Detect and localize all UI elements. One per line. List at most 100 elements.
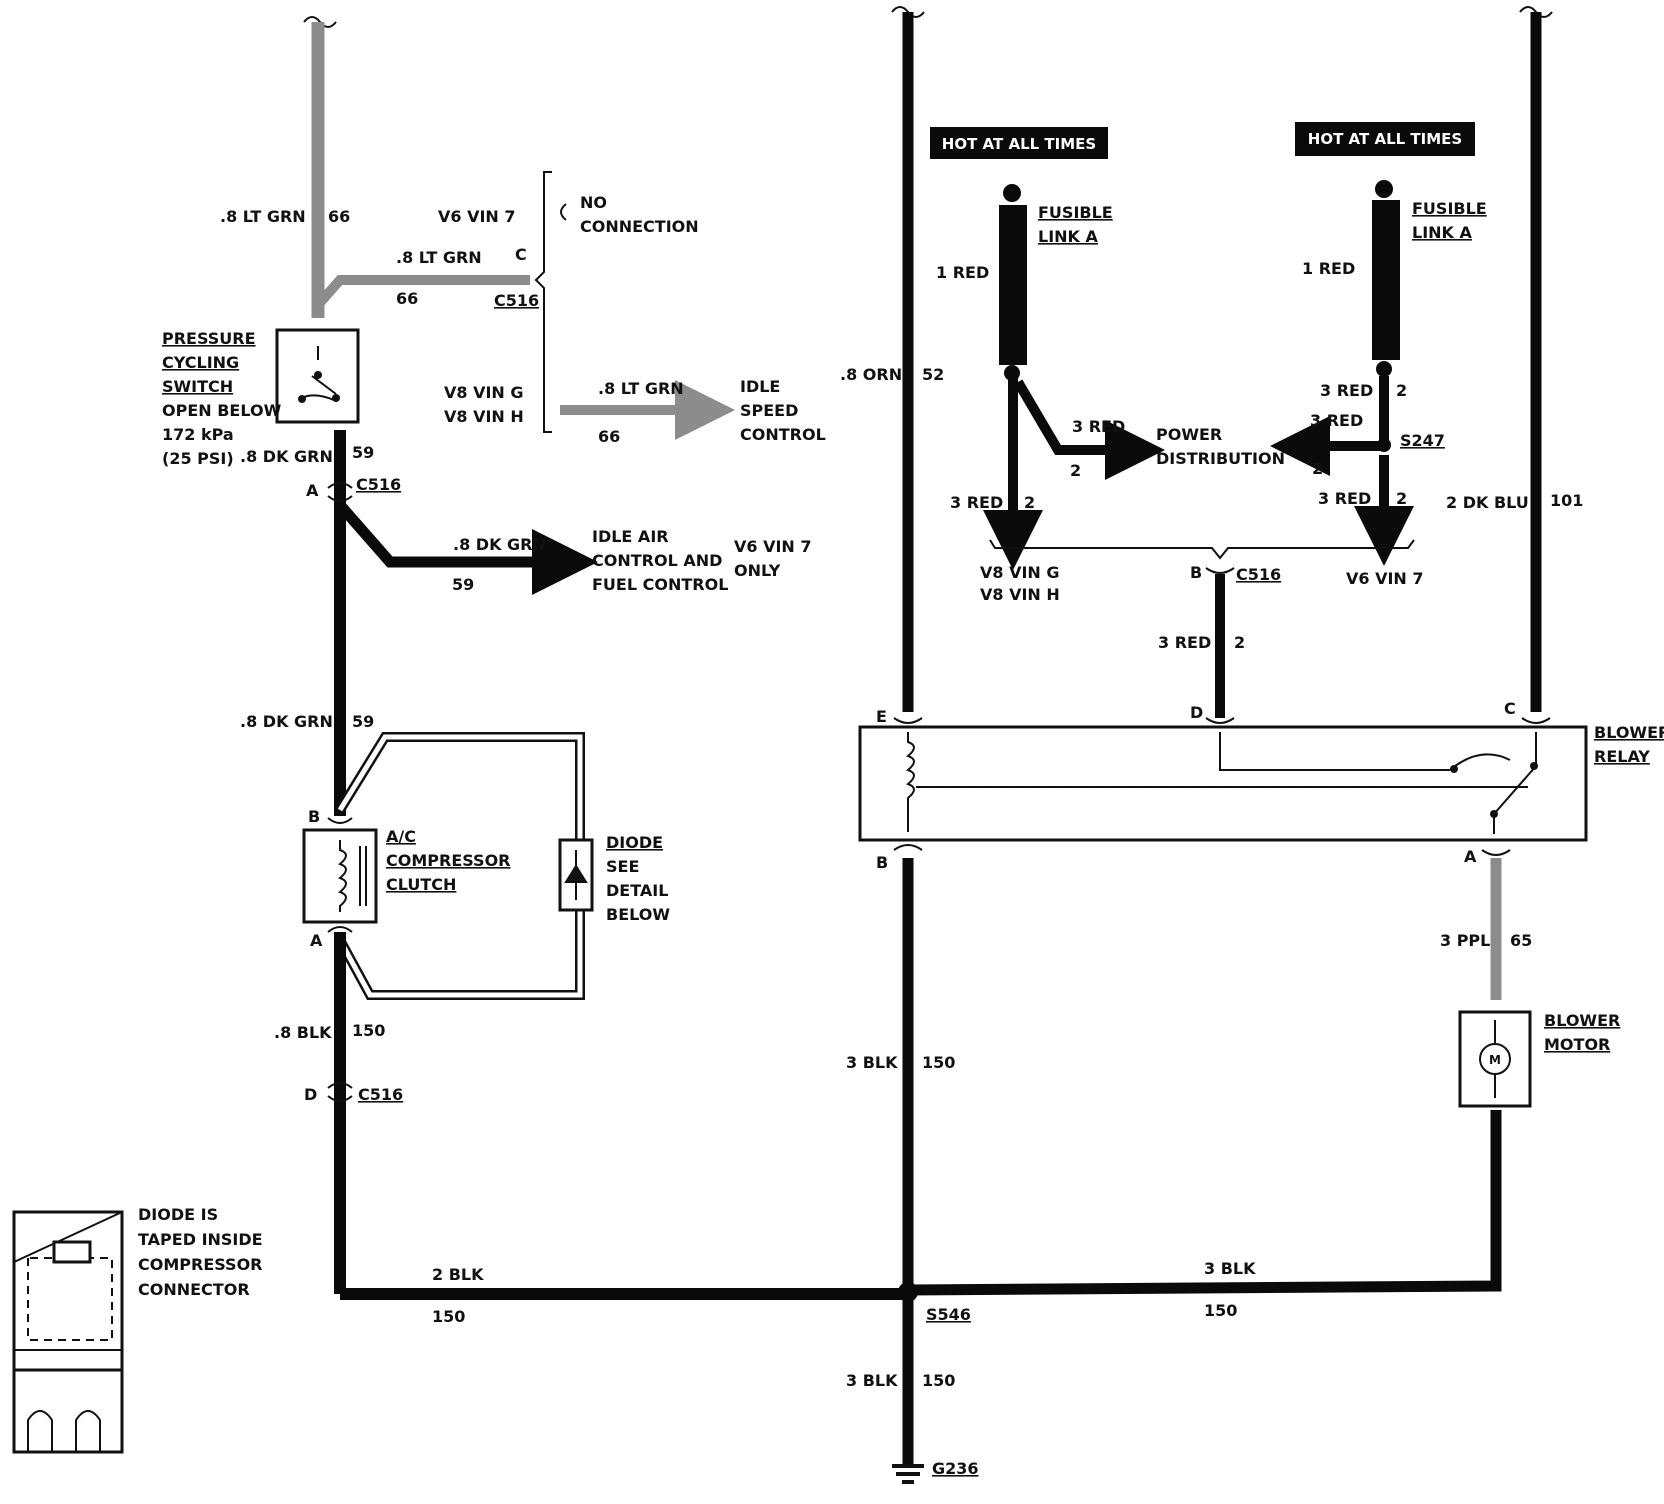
lbl-pin-c: C: [515, 245, 527, 264]
lbl-isc-circuit: 66: [598, 427, 620, 446]
lbl-v6vin7: V6 VIN 7: [438, 207, 516, 226]
lbl-pcs-6: (25 PSI): [162, 449, 234, 468]
no-connection-mark: [560, 203, 567, 221]
lbl-relay-2: RELAY: [1594, 747, 1650, 766]
lbl-orn: .8 ORN: [840, 365, 902, 384]
lbl-red3-pd-left: 3 RED: [1072, 417, 1125, 436]
lbl-iac-4: V6 VIN 7: [734, 537, 812, 556]
lbl-detail-2: TAPED INSIDE: [138, 1230, 263, 1249]
lbl-dkgrn-1-c: 59: [352, 443, 374, 462]
lbl-iac-gauge: .8 DK GRN: [453, 535, 546, 554]
lbl-fl-left-1: FUSIBLE: [1038, 203, 1113, 222]
lbl-iac-circuit: 59: [452, 575, 474, 594]
lbl-motor-1: BLOWER: [1544, 1011, 1620, 1030]
lbl-isc-2: SPEED: [740, 401, 798, 420]
lbl-red1-left: 1 RED: [936, 263, 989, 282]
lbl-dkgrn-2: .8 DK GRN: [240, 712, 333, 731]
lbl-pd-left-c: 2: [1070, 461, 1081, 480]
lbl-no: NO: [580, 193, 607, 212]
lbl-pcs-1: PRESSURE: [162, 329, 256, 348]
fusible-link-right: [1372, 200, 1400, 360]
lbl-iac-3: FUEL CONTROL: [592, 575, 728, 594]
lbl-iac-2: CONTROL AND: [592, 551, 722, 570]
lbl-v8-h: V8 VIN H: [980, 585, 1060, 604]
lbl-orn-c: 52: [922, 365, 944, 384]
lbl-detail-3: COMPRESSOR: [138, 1255, 263, 1274]
relay-coil: [905, 732, 915, 832]
lbl-isc-3: CONTROL: [740, 425, 826, 444]
connector-a2: [327, 926, 353, 933]
vin-bracket: [989, 539, 1415, 560]
lbl-diode-3: DETAIL: [606, 881, 668, 900]
lbl-pcs-5: 172 kPa: [162, 425, 234, 444]
clutch-coil: [337, 840, 367, 912]
connector-b: [327, 817, 353, 824]
lbl-pcs-3: SWITCH: [162, 377, 233, 396]
motor-m-icon: M: [1489, 1053, 1501, 1067]
lbl-g236: G236: [932, 1459, 979, 1478]
c516-bracket: [534, 171, 552, 433]
lbl-bottom-gauge: 2 BLK: [432, 1265, 484, 1284]
lbl-ppl: 3 PPL: [1440, 931, 1490, 950]
lbl-pd-2: DISTRIBUTION: [1156, 449, 1285, 468]
lbl-66-circuit: 66: [328, 207, 350, 226]
lbl-pd-1: POWER: [1156, 425, 1222, 444]
lbl-red3-right-down: 3 RED: [1318, 489, 1371, 508]
splice-s247: [1377, 438, 1391, 452]
lbl-pin-a: A: [306, 481, 319, 500]
lbl-c516-r: C516: [1236, 565, 1281, 584]
lbl-iac-1: IDLE AIR: [592, 527, 669, 546]
hot-tag-right: [1295, 122, 1475, 156]
lbl-pin-b-top: B: [1190, 563, 1202, 582]
lbl-red3-right-top: 3 RED: [1320, 381, 1373, 400]
lbl-red3-right-pd-c: 2: [1312, 459, 1323, 478]
lbl-red3-right-pd: 3 RED: [1310, 411, 1363, 430]
lbl-fl-left-2: LINK A: [1038, 227, 1099, 246]
lbl-clutch-3: CLUTCH: [386, 875, 456, 894]
lbl-pcs-2: CYCLING: [162, 353, 239, 372]
lbl-v6-r: V6 VIN 7: [1346, 569, 1424, 588]
lbl-branch-gauge: .8 LT GRN: [396, 248, 482, 267]
lbl-red3-down-left: 3 RED: [950, 493, 1003, 512]
lbl-fl-right-1: FUSIBLE: [1412, 199, 1487, 218]
lbl-pin-d-r: D: [1190, 703, 1203, 722]
lbl-red3-relay-c: 2: [1234, 633, 1245, 652]
lbl-pin-a-r: A: [1464, 847, 1477, 866]
lbl-motor-2: MOTOR: [1544, 1035, 1610, 1054]
lbl-diode-2: SEE: [606, 857, 639, 876]
lbl-red3-right-top-c: 2: [1396, 381, 1407, 400]
lbl-c516-a: C516: [356, 475, 401, 494]
lbl-66-gauge: .8 LT GRN: [220, 207, 306, 226]
lbl-red1-right: 1 RED: [1302, 259, 1355, 278]
lbl-pin-b: B: [308, 807, 320, 826]
lbl-pin-e: E: [876, 707, 887, 726]
connector-c516-a: [327, 482, 353, 502]
lbl-dkblu: 2 DK BLU: [1446, 493, 1529, 512]
lbl-clutch-1: A/C: [386, 827, 416, 846]
lbl-c516-d: C516: [358, 1085, 403, 1104]
lbl-pin-b-r: B: [876, 853, 888, 872]
lbl-blk-left-c: 150: [922, 1053, 955, 1072]
lbl-bottom-circuit: 150: [432, 1307, 465, 1326]
lbl-isc-1: IDLE: [740, 377, 780, 396]
lbl-connection: CONNECTION: [580, 217, 699, 236]
hot-tag-right-text: HOT AT ALL TIMES: [1308, 130, 1462, 148]
lbl-blk-gauge: .8 BLK: [274, 1023, 332, 1042]
lbl-blk-right: 3 BLK: [1204, 1259, 1256, 1278]
lbl-dkgrn-2-c: 59: [352, 712, 374, 731]
lbl-isc-gauge: .8 LT GRN: [598, 379, 684, 398]
lbl-pin-c-r: C: [1504, 699, 1516, 718]
lbl-pin-d: D: [304, 1085, 317, 1104]
lbl-blk-right-c: 150: [1204, 1301, 1237, 1320]
lbl-diode-1: DIODE: [606, 833, 663, 852]
lbl-blk-down-c: 150: [922, 1371, 955, 1390]
wire-59-iac: [335, 501, 598, 595]
lbl-iac-5: ONLY: [734, 561, 781, 580]
diode-detail-icon: [12, 1210, 124, 1454]
hot-tag-left-text: HOT AT ALL TIMES: [942, 135, 1096, 153]
wire-2-pd-left: [1013, 379, 1165, 480]
wire-150-motor: [907, 1110, 1502, 1296]
lbl-relay-1: BLOWER: [1594, 723, 1664, 742]
lbl-v8vinh: V8 VIN H: [444, 407, 524, 426]
lbl-v8ving: V8 VIN G: [444, 383, 524, 402]
